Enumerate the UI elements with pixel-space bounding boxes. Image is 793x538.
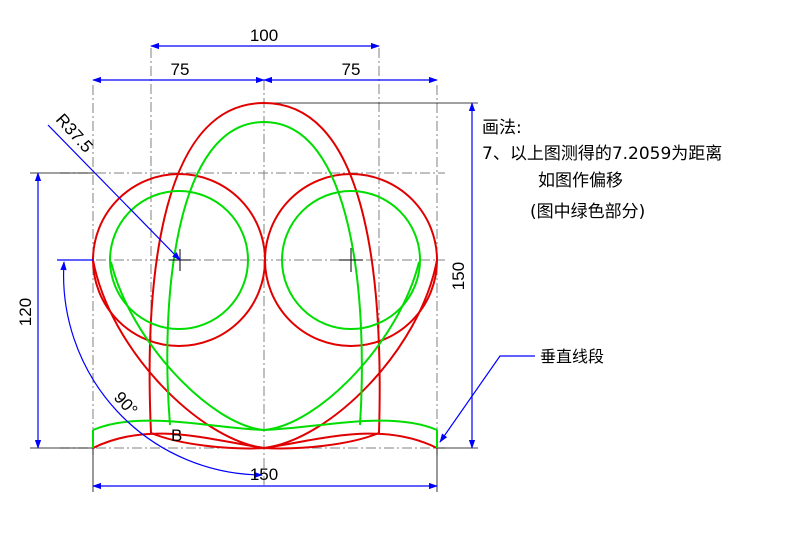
dim-angle-text: 90° — [110, 388, 141, 420]
point-b-label: B — [171, 426, 182, 445]
dimension-texts: 100 75 75 R37.5 120 150 150 90° B 垂直线段 — [16, 26, 604, 484]
dim-100-text: 100 — [250, 26, 278, 45]
vertical-segment-leader — [439, 355, 535, 443]
left-petal-offset — [110, 261, 438, 432]
note-line-1: 7、以上图测得的7.2059为距离 — [482, 144, 723, 164]
note-line-2: 如图作偏移 — [538, 171, 623, 191]
dim-75-left-text: 75 — [171, 60, 190, 79]
angle-90-arc — [60, 261, 263, 479]
vertical-segment-label: 垂直线段 — [540, 347, 604, 366]
radius-leader — [47, 124, 181, 261]
dim-75-right-text: 75 — [342, 60, 361, 79]
dim-150-h-text: 150 — [250, 465, 278, 484]
original-curves — [92, 101, 438, 450]
offset-curves — [92, 120, 438, 448]
dim-radius-text: R37.5 — [52, 110, 96, 156]
dim-120-text: 120 — [16, 298, 35, 326]
right-offset-circle — [281, 190, 421, 330]
dimension-lines — [34, 42, 535, 490]
centerlines — [60, 48, 445, 485]
right-petal-offset — [92, 261, 420, 432]
note-heading: 画法: — [482, 118, 522, 138]
note-line-3: (图中绿色部分) — [530, 202, 646, 222]
extension-lines — [30, 102, 478, 492]
dim-150-v-text: 150 — [449, 262, 468, 290]
